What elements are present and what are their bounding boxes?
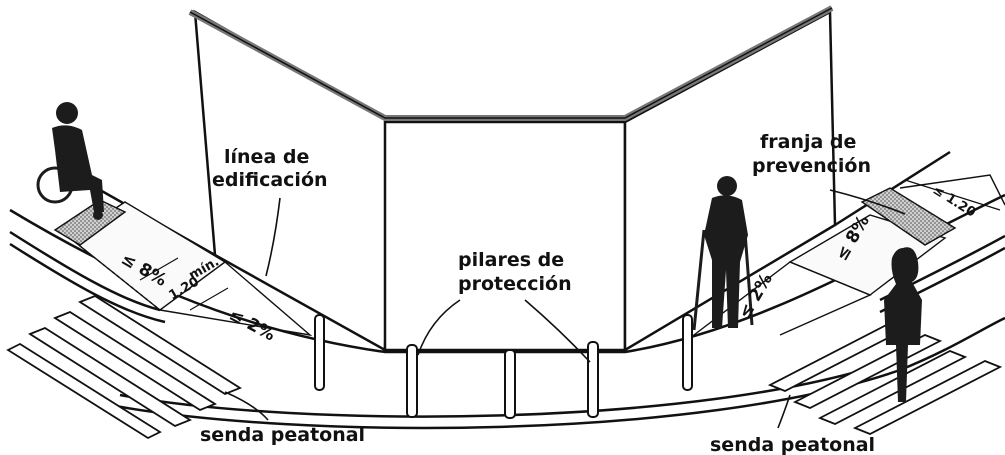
building-line-right	[834, 150, 951, 227]
leader-lines	[224, 189, 906, 429]
post	[682, 314, 693, 391]
standing-woman-silhouette	[884, 247, 922, 402]
prevention-strip-label-1: franja de	[760, 131, 856, 153]
left-prevention-strip	[53, 199, 127, 246]
post	[406, 344, 418, 418]
prevention-strip-label-2: prevención	[752, 155, 871, 177]
post	[314, 314, 325, 391]
slope-landing-left: ≤ 2%	[226, 305, 279, 346]
max-strip-width: ≤ 1.20	[930, 183, 978, 221]
crosswalk-left-label: senda peatonal	[200, 424, 365, 446]
crosswalk-right-label: senda peatonal	[710, 434, 875, 455]
protection-posts	[314, 314, 693, 419]
protection-posts-label-2: protección	[458, 273, 572, 295]
right-prevention-strip	[860, 187, 957, 246]
crosswalk-left	[6, 294, 242, 440]
protection-posts-label-1: pilares de	[458, 249, 564, 271]
post	[504, 349, 516, 419]
max-strip-dimension	[904, 179, 1001, 211]
person-with-crutches-silhouette	[692, 176, 754, 331]
building-line-label-2: edificación	[212, 169, 328, 191]
right-ramp	[689, 174, 1005, 339]
wheelchair-user-silhouette	[36, 102, 104, 220]
min-width-dimension	[139, 257, 229, 311]
center-wall	[383, 120, 627, 352]
building-line-label-1: línea de	[224, 146, 309, 168]
left-ramp	[53, 199, 313, 337]
post	[587, 341, 599, 418]
